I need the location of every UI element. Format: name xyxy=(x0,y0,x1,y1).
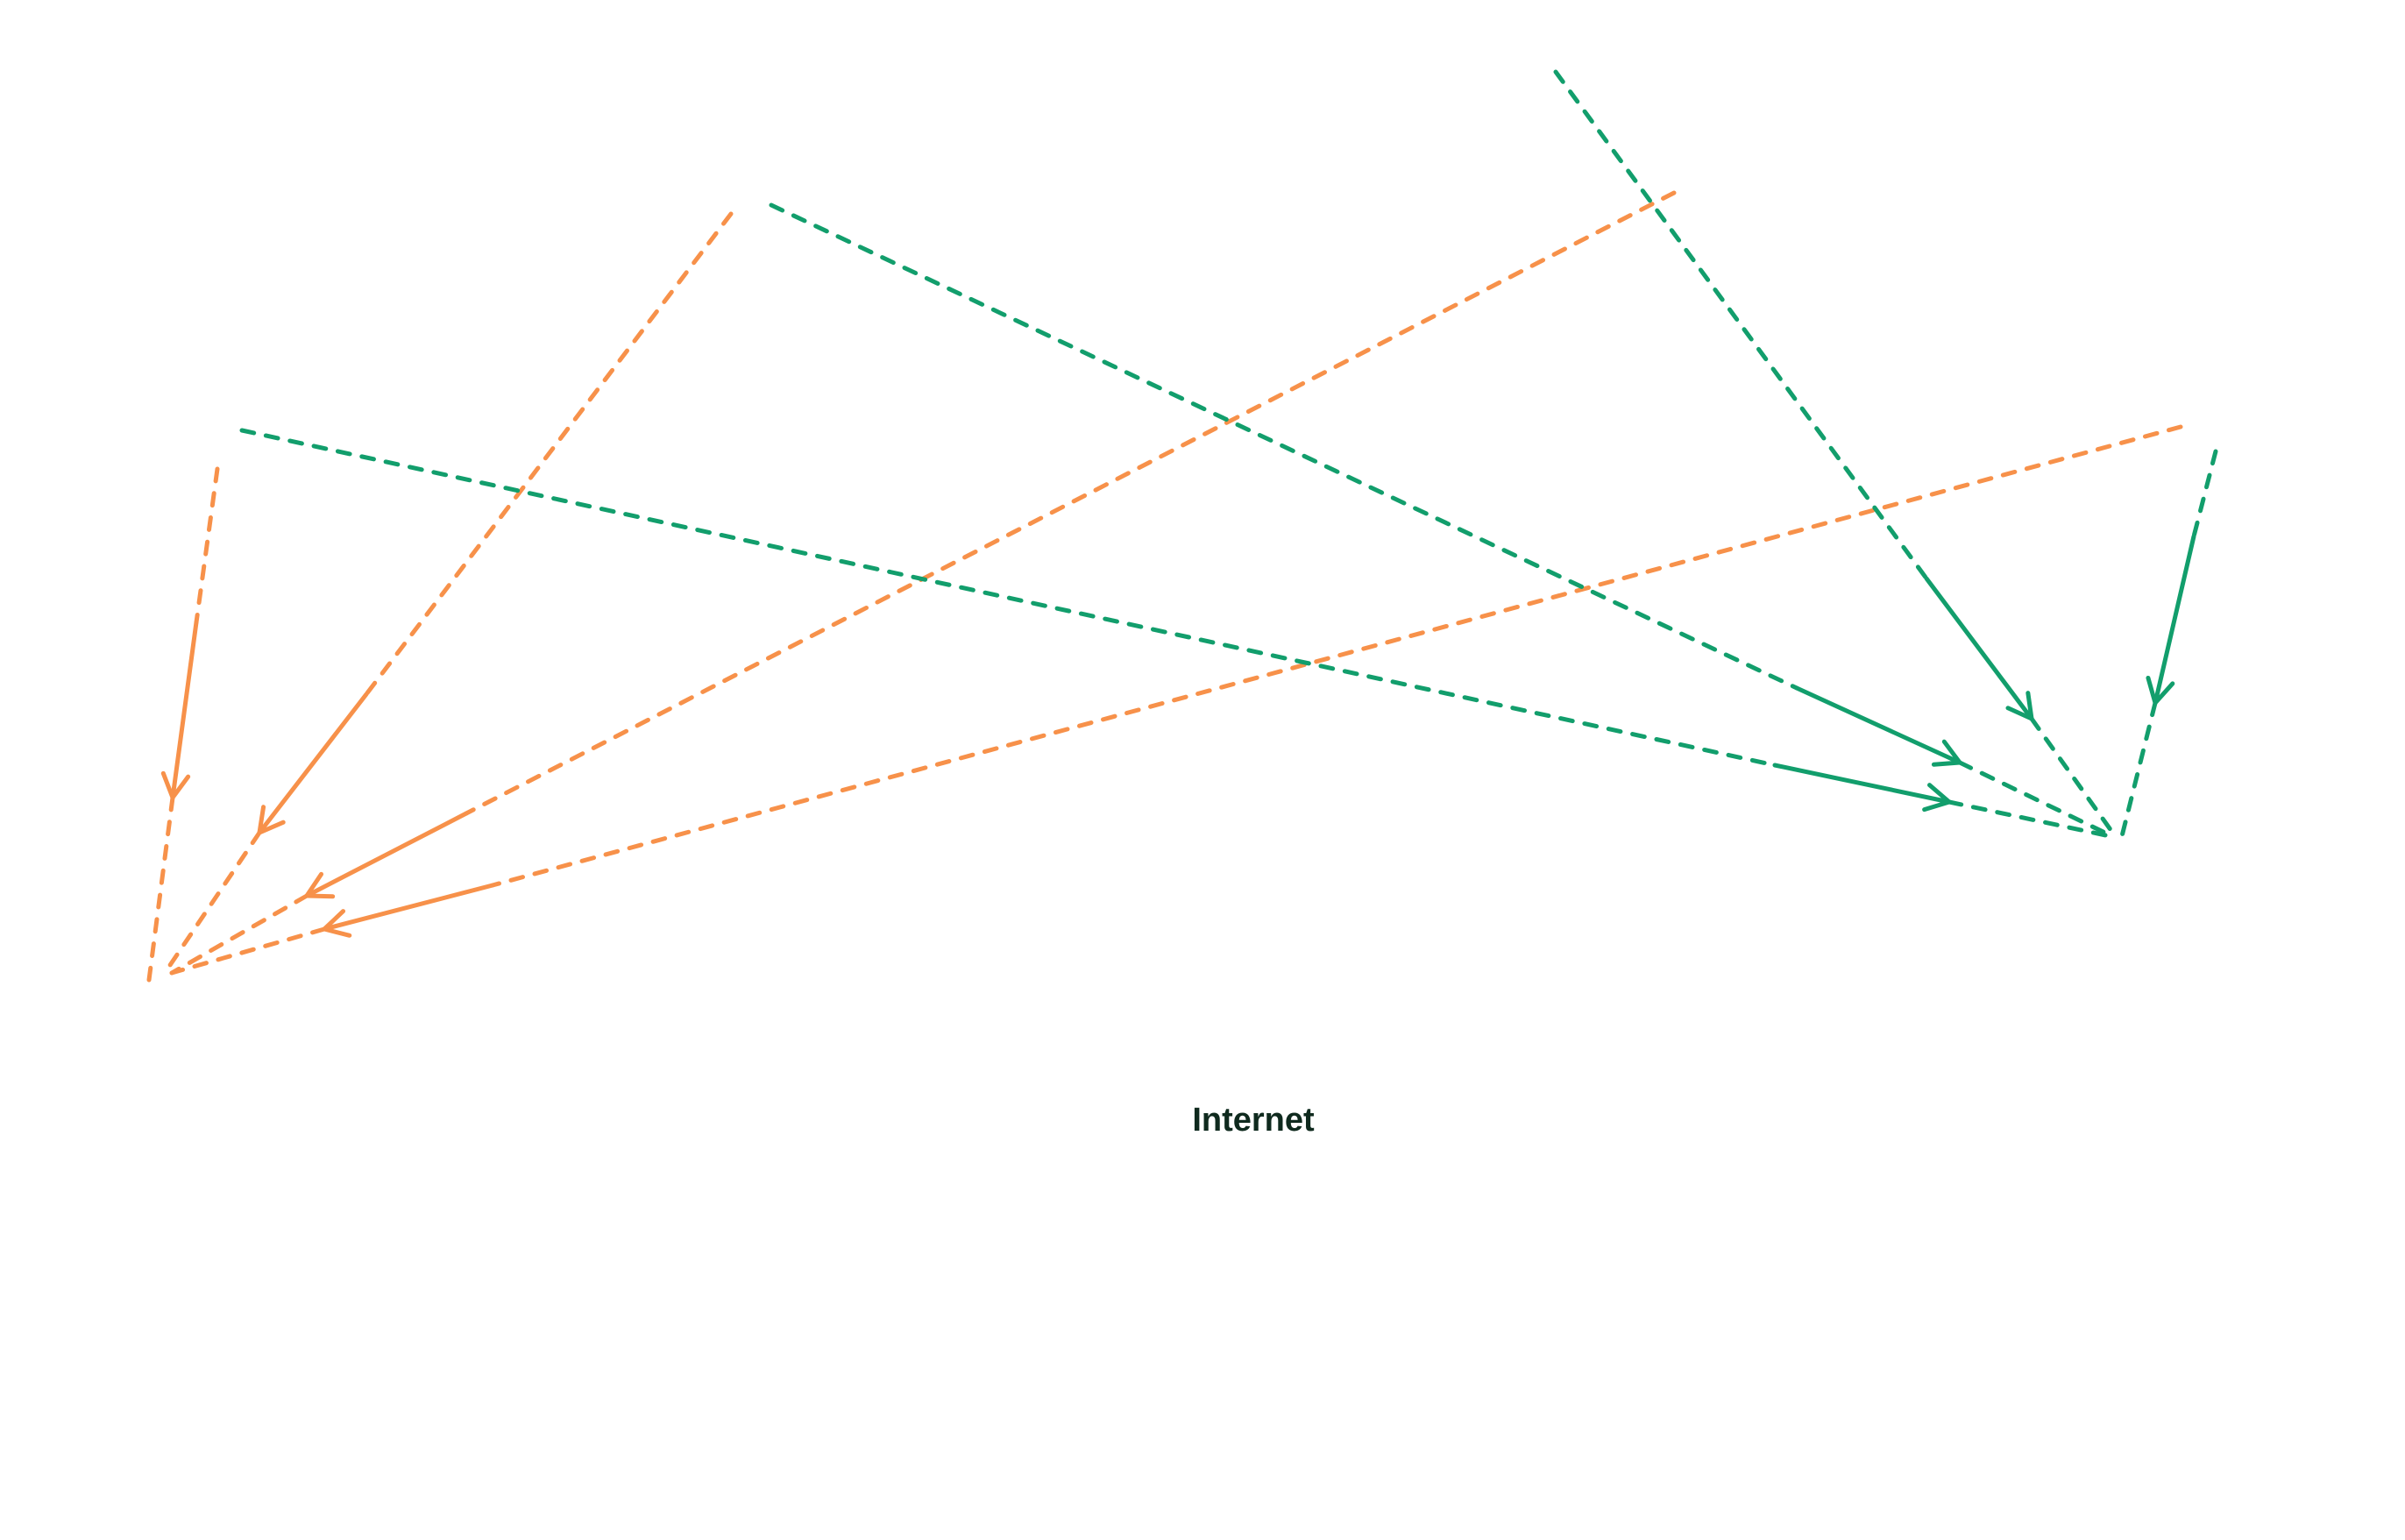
green-connector-4-dashed-segment xyxy=(239,428,1777,768)
green-connector-4-hub-segment xyxy=(1947,799,2117,840)
orange-connector-1-dashed-segment xyxy=(194,466,220,625)
green-connector-1-dashed-segment xyxy=(1553,69,1929,581)
green-connector-1-solid-segment xyxy=(1924,576,2034,721)
green-connector-1-hub-segment xyxy=(2029,716,2118,840)
orange-connector-2-solid-segment xyxy=(257,692,369,835)
green-connector-2-hub-segment xyxy=(2118,700,2158,842)
green-connector-4-solid-segment xyxy=(1772,763,1952,805)
orange-connector-4-solid-segment xyxy=(322,883,495,932)
green-connector-3-dashed-segment xyxy=(769,202,1799,691)
orange-connector-1-solid-segment xyxy=(170,620,199,800)
orange-connector-4-hub-segment xyxy=(169,926,327,976)
green-connector-3-solid-segment xyxy=(1794,685,1962,765)
orange-connector-1-hub-segment xyxy=(146,795,175,983)
green-connector-3-hub-segment xyxy=(1957,760,2117,840)
orange-connector-4-dashed-segment xyxy=(490,424,2183,888)
orange-connector-2-dashed-segment xyxy=(364,211,734,697)
green-connector-2-dashed-segment xyxy=(2191,449,2218,539)
orange-connector-3-dashed-segment xyxy=(464,190,1677,816)
arrow-layer xyxy=(146,69,2218,983)
internet-label: Internet xyxy=(1192,1102,1315,1139)
orange-connector-3-hub-segment xyxy=(169,893,309,976)
green-connector-2-solid-segment xyxy=(2153,534,2196,706)
orange-connector-2-hub-segment xyxy=(162,830,262,976)
orange-connector-3-solid-segment xyxy=(304,811,469,898)
